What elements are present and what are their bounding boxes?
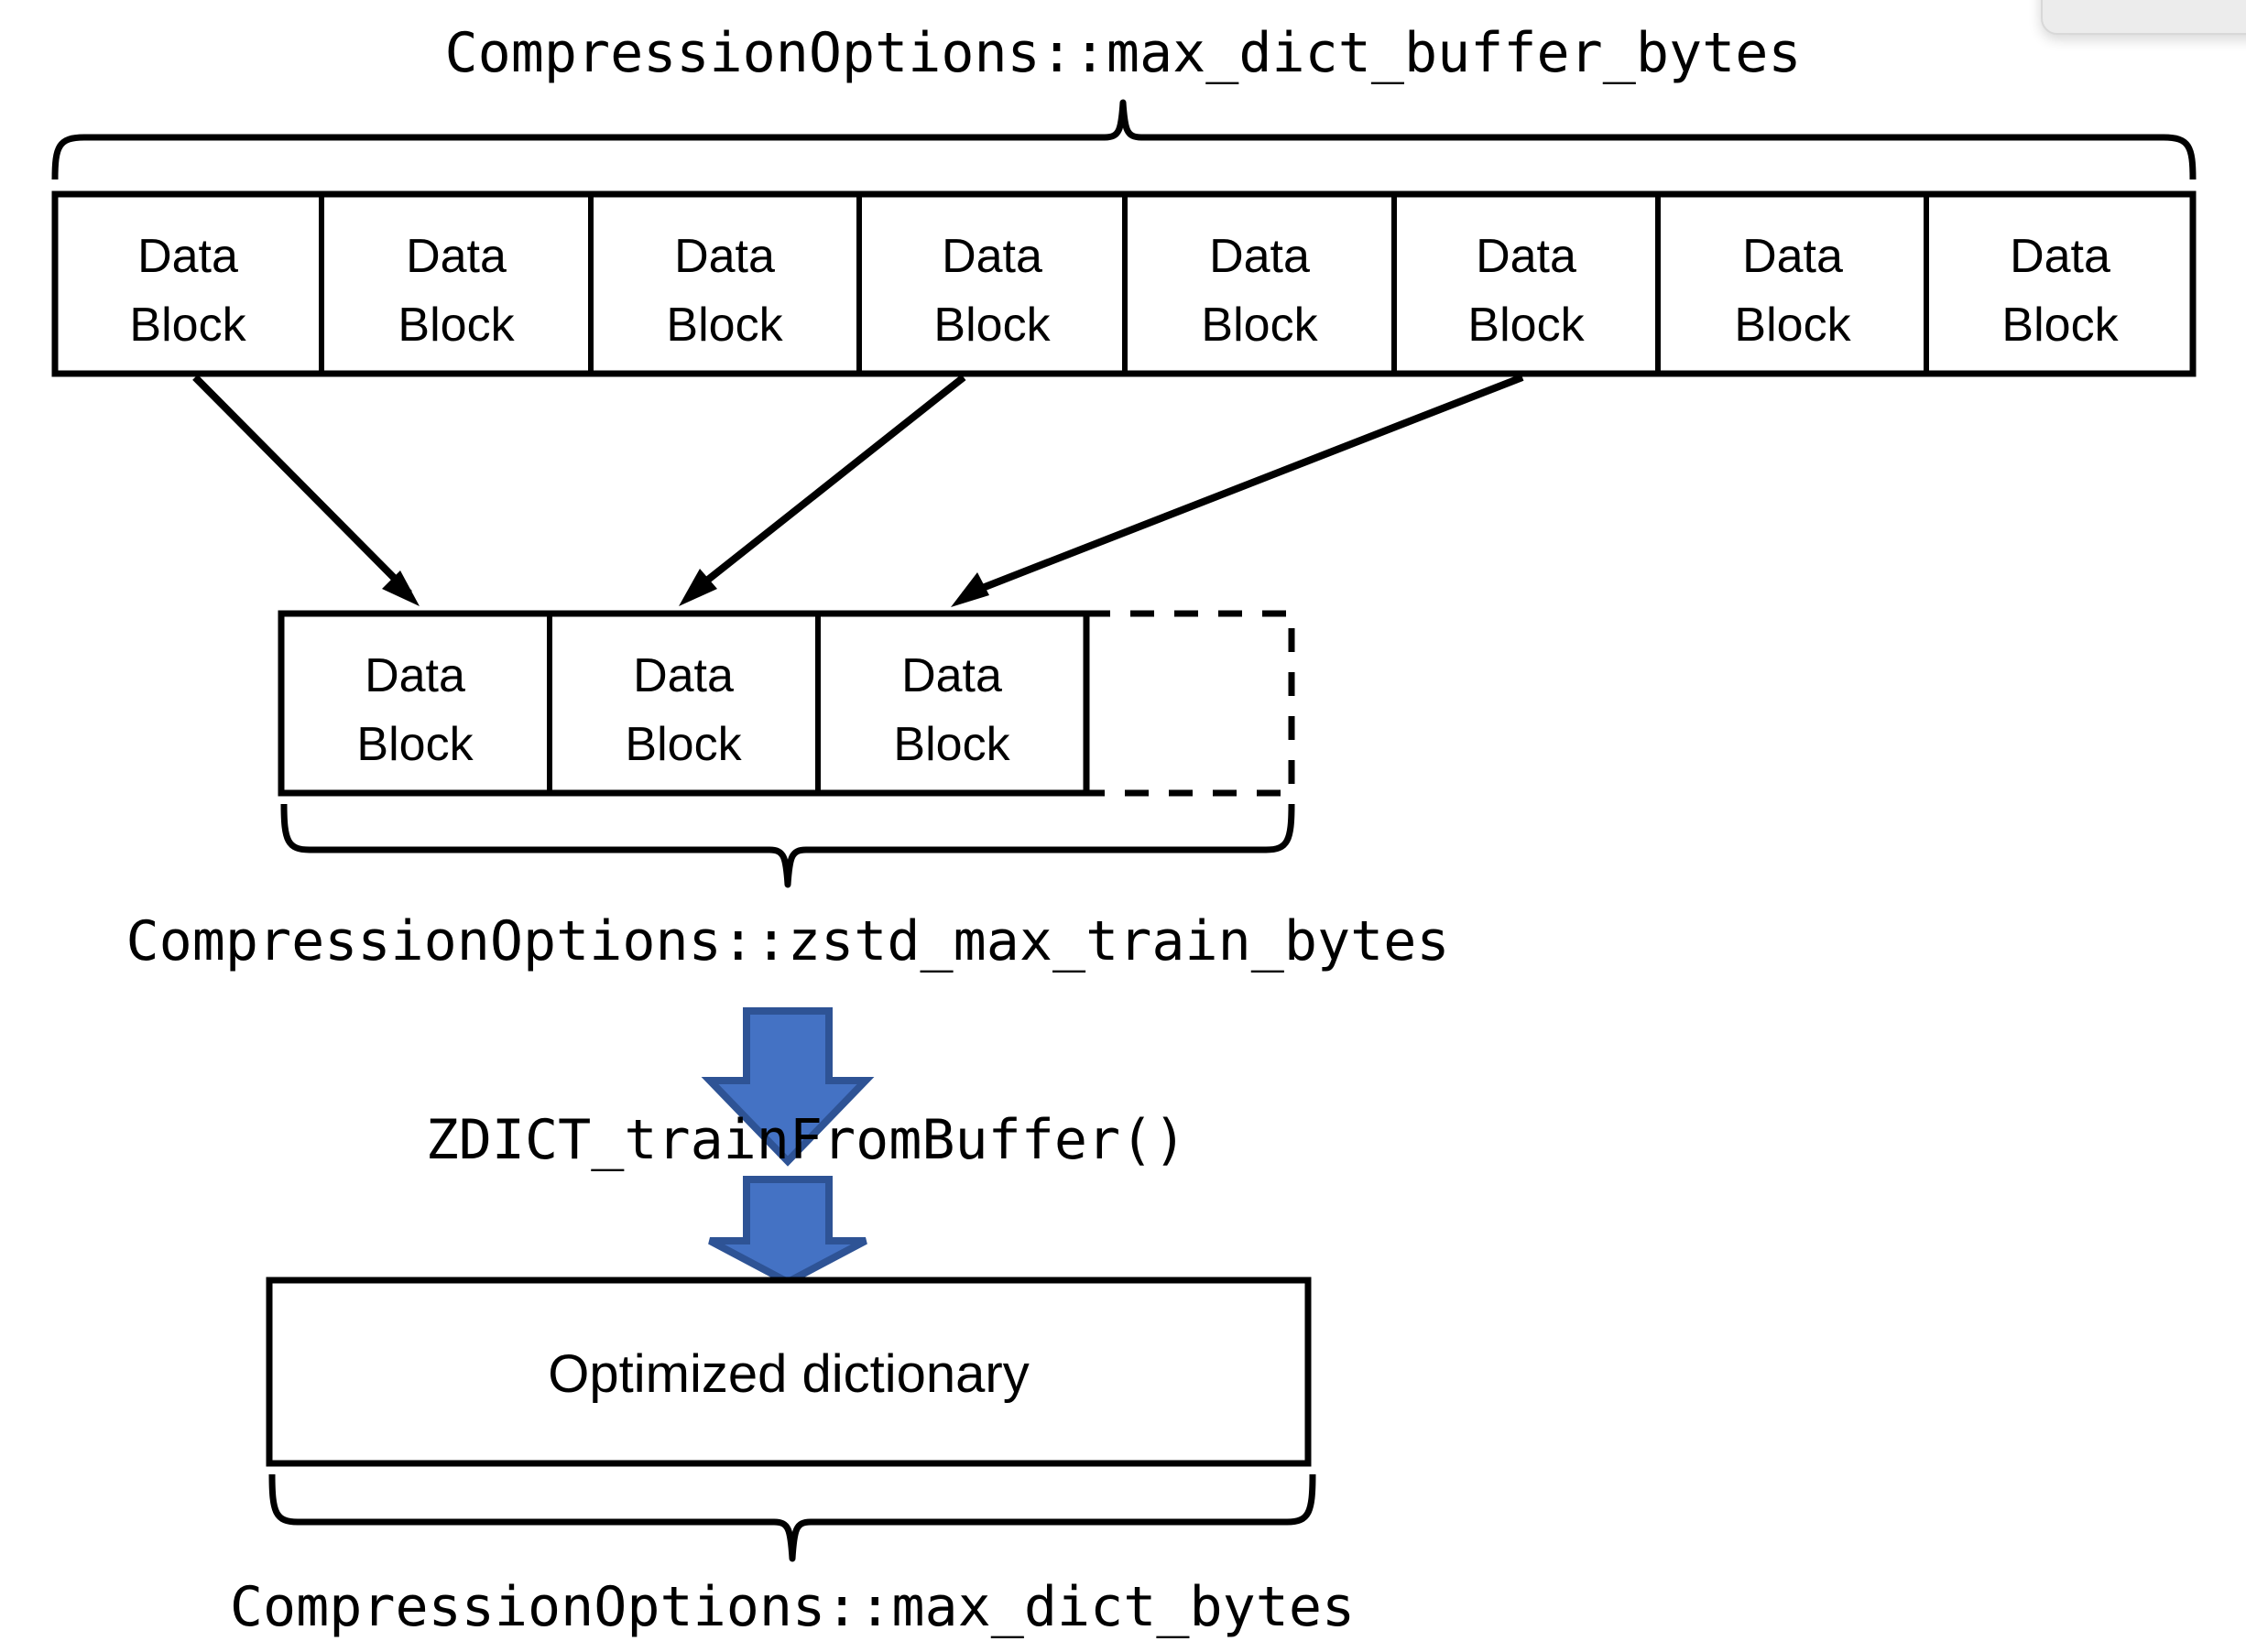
training-row-outline	[278, 610, 1090, 797]
buffer-block-4[interactable]: Data Block	[933, 230, 1051, 352]
sampling-arrow-2	[679, 374, 966, 606]
buffer-block-5-line2: Block	[1201, 299, 1318, 352]
max-dict-bytes-brace	[268, 1473, 1316, 1562]
buffer-block-3-line2: Block	[666, 299, 783, 352]
buffer-block-1-line2: Block	[129, 299, 246, 352]
buffer-block-5-line1: Data	[1209, 230, 1310, 283]
training-block-1[interactable]: Data Block	[356, 649, 474, 771]
training-block-2[interactable]: Data Block	[625, 649, 742, 771]
zstd-max-train-bytes-brace	[280, 803, 1295, 888]
buffer-block-2-line1: Data	[406, 230, 507, 283]
training-block-3[interactable]: Data Block	[893, 649, 1010, 771]
buffer-block-8-line1: Data	[2010, 230, 2110, 283]
buffer-block-8[interactable]: Data Block	[2001, 230, 2119, 352]
training-block-1-line1: Data	[365, 649, 465, 702]
buffer-block-7-line1: Data	[1742, 230, 1843, 283]
buffer-block-1-line1: Data	[137, 230, 238, 283]
buffer-block-3[interactable]: Data Block	[666, 230, 783, 352]
training-block-3-line1: Data	[901, 649, 1002, 702]
max-dict-bytes-label: CompressionOptions::max_dict_bytes	[230, 1575, 1355, 1639]
optimized-dictionary-label: Optimized dictionary	[548, 1344, 1029, 1404]
buffer-block-1[interactable]: Data Block	[129, 230, 246, 352]
zdict-train-from-buffer-label: ZDICT_trainFromBuffer()	[426, 1108, 1187, 1172]
process-arrow-2	[708, 1176, 867, 1287]
optimized-dictionary-outline	[266, 1277, 1312, 1467]
buffer-block-5[interactable]: Data Block	[1201, 230, 1318, 352]
training-block-empty[interactable]	[1083, 610, 1295, 797]
training-block-2-line1: Data	[633, 649, 734, 702]
sampling-arrow-1	[192, 375, 420, 606]
training-sample-row: Data Block Data Block Data Block	[278, 610, 1295, 797]
buffer-block-4-line1: Data	[942, 230, 1042, 283]
buffer-block-7-line2: Block	[1734, 299, 1851, 352]
training-block-1-line2: Block	[356, 718, 474, 771]
buffer-block-7[interactable]: Data Block	[1734, 230, 1851, 352]
buffer-block-6-line2: Block	[1467, 299, 1585, 352]
process-arrow-1	[701, 1007, 875, 1167]
buffer-block-6-line1: Data	[1476, 230, 1576, 283]
sampling-arrows	[192, 374, 1524, 607]
buffer-block-6[interactable]: Data Block	[1467, 230, 1585, 352]
buffer-block-3-line1: Data	[674, 230, 775, 283]
data-block-buffer-row: Data Block Data Block Data Block Data Bl…	[51, 190, 2197, 377]
zstd-max-train-bytes-label: CompressionOptions::zstd_max_train_bytes	[126, 909, 1450, 973]
buffer-block-2-line2: Block	[398, 299, 515, 352]
buffer-block-4-line2: Block	[933, 299, 1051, 352]
browser-overlay-card[interactable]	[2041, 0, 2246, 35]
sampling-arrow-3	[951, 374, 1524, 607]
buffer-block-8-line2: Block	[2001, 299, 2119, 352]
max-dict-buffer-bytes-brace	[51, 99, 2197, 180]
training-block-3-line2: Block	[893, 718, 1010, 771]
optimized-dictionary-box[interactable]: Optimized dictionary	[266, 1277, 1312, 1467]
max-dict-buffer-bytes-label: CompressionOptions::max_dict_buffer_byte…	[444, 21, 1801, 85]
buffer-block-2[interactable]: Data Block	[398, 230, 515, 352]
training-block-2-line2: Block	[625, 718, 742, 771]
